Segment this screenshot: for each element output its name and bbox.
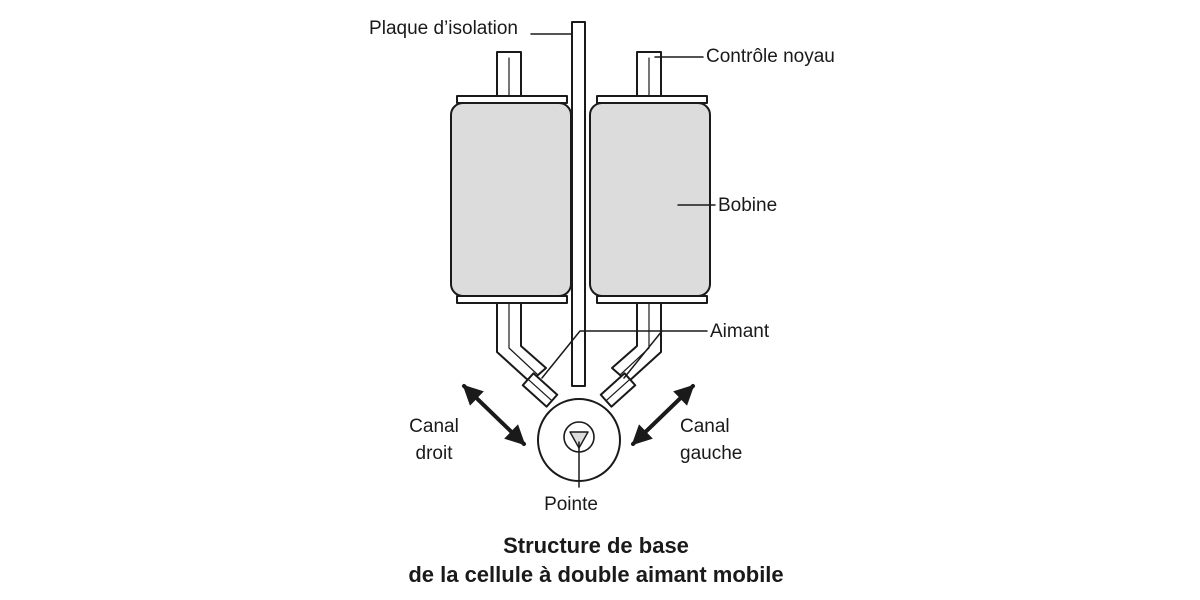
label-magnet: Aimant [710,321,770,342]
label-isolation-plate: Plaque d’isolation [369,18,518,39]
caption-line-2: de la cellule à double aimant mobile [408,562,783,587]
left-coil [450,95,572,304]
caption-line-1: Structure de base [503,533,689,558]
left-core-bottom [496,302,547,383]
left-channel-arrow [631,384,695,446]
label-right-channel-2: droit [416,443,454,464]
label-left-channel-2: gauche [680,443,742,464]
label-coil: Bobine [718,195,777,216]
label-core-control: Contrôle noyau [706,46,835,67]
left-magnet [521,372,559,408]
right-channel-arrow [462,384,526,446]
isolation-plate [571,21,586,387]
right-core-top [636,51,662,98]
right-magnet [599,372,637,408]
label-tip: Pointe [544,494,598,515]
label-right-channel-1: Canal [409,416,459,437]
label-left-channel-1: Canal [680,416,730,437]
leader-magnet-left [541,330,708,379]
stylus-body [537,398,621,482]
left-core-top [496,51,522,98]
right-coil [589,95,711,304]
leader-magnet-right [623,330,663,379]
